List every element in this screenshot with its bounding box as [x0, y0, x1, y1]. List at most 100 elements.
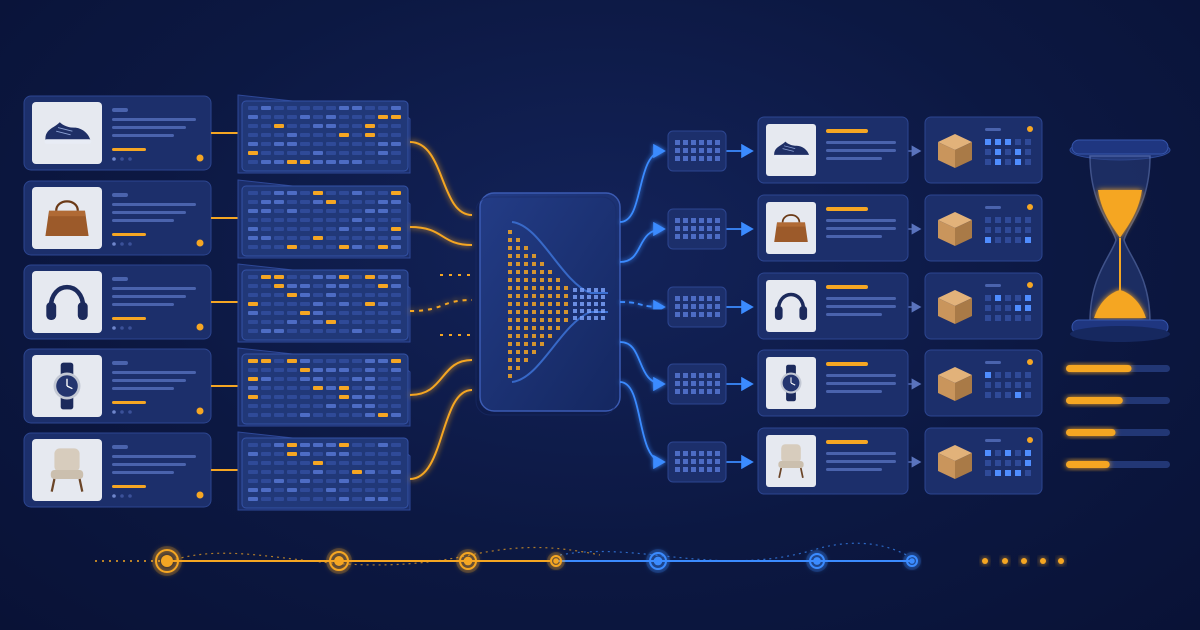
accent-line	[826, 440, 868, 444]
grid-cell	[274, 142, 284, 146]
input-card	[23, 180, 238, 256]
sneaker-icon	[44, 122, 92, 144]
grid-cell	[274, 245, 284, 249]
output-dot	[594, 316, 598, 320]
package-cell	[1015, 382, 1021, 388]
text-line	[112, 387, 174, 390]
grid-cell	[287, 377, 297, 381]
mini-cell	[707, 156, 712, 161]
grid-cell	[391, 452, 401, 456]
package-cell	[985, 227, 991, 233]
grid-cell	[274, 160, 284, 164]
funnel-dot	[524, 350, 528, 354]
connector-line	[409, 389, 473, 480]
grid-cell	[261, 218, 271, 222]
grid-cell	[313, 470, 323, 474]
mini-cell	[691, 381, 696, 386]
accent-line	[112, 233, 146, 236]
package-cell	[1005, 139, 1011, 145]
package-cell	[985, 460, 991, 466]
grid-cell	[274, 404, 284, 408]
grid-cell	[313, 160, 323, 164]
grid-cell	[365, 368, 375, 372]
grid-cell	[287, 479, 297, 483]
mini-cell	[707, 140, 712, 145]
package-cell	[995, 305, 1001, 311]
grid-cell	[339, 488, 349, 492]
funnel-dot	[540, 334, 544, 338]
connector-line	[619, 341, 666, 392]
grid-cell	[378, 293, 388, 297]
mini-cell	[707, 218, 712, 223]
funnel-dot	[508, 358, 512, 362]
grid-cell	[391, 395, 401, 399]
funnel-dot	[564, 318, 568, 322]
grid-cell	[287, 329, 297, 333]
pager-dot	[128, 157, 132, 161]
grid-cell	[313, 293, 323, 297]
grid-cell	[274, 368, 284, 372]
grid-cell	[313, 311, 323, 315]
grid-cell	[313, 115, 323, 119]
feature-grid	[237, 94, 411, 174]
grid-cell	[339, 311, 349, 315]
grid-cell	[365, 497, 375, 501]
grid-cell	[274, 236, 284, 240]
pager-dot	[112, 157, 116, 161]
grid-cell	[326, 377, 336, 381]
funnel-dot	[524, 342, 528, 346]
grid-cell	[326, 488, 336, 492]
grid-cell	[300, 452, 310, 456]
grid-cell	[339, 461, 349, 465]
mini-cell	[691, 226, 696, 231]
timeline-node	[649, 552, 667, 570]
grid-cell	[326, 245, 336, 249]
mini-cell	[683, 218, 688, 223]
grid-cell	[339, 275, 349, 279]
mini-cell	[691, 467, 696, 472]
grid-cell	[300, 200, 310, 204]
grid-cell	[300, 133, 310, 137]
grid-cell	[248, 302, 258, 306]
grid-cell	[339, 218, 349, 222]
grid-cell	[248, 395, 258, 399]
timeline-node	[155, 549, 179, 573]
grid-cell	[274, 218, 284, 222]
grid-cell	[378, 302, 388, 306]
mini-cell	[683, 459, 688, 464]
grid-cell	[313, 245, 323, 249]
mini-cell	[707, 296, 712, 301]
package-cell	[985, 159, 991, 165]
grid-cell	[378, 209, 388, 213]
funnel-dot	[508, 270, 512, 274]
grid-cell	[248, 191, 258, 195]
grid-cell	[391, 209, 401, 213]
text-line	[112, 134, 174, 137]
funnel-dot	[532, 318, 536, 322]
grid-cell	[326, 151, 336, 155]
text-line	[112, 193, 128, 197]
funnel-dot	[508, 334, 512, 338]
grid-cell	[261, 404, 271, 408]
connector-line	[409, 359, 473, 396]
grid-cell	[313, 461, 323, 465]
output-dot	[601, 309, 605, 313]
input-card	[23, 432, 238, 508]
output-dot	[601, 295, 605, 299]
grid-cell	[365, 470, 375, 474]
connector-line	[409, 226, 473, 246]
mini-cell	[675, 467, 680, 472]
grid-cell	[352, 245, 362, 249]
grid-cell	[378, 479, 388, 483]
grid-cell	[339, 329, 349, 333]
grid-cell	[287, 236, 297, 240]
output-dot	[573, 295, 577, 299]
grid-cell	[391, 236, 401, 240]
package-cell	[985, 217, 991, 223]
grid-cell	[300, 320, 310, 324]
grid-cell	[313, 284, 323, 288]
funnel-dot	[524, 286, 528, 290]
output-dot	[594, 302, 598, 306]
grid-cell	[313, 133, 323, 137]
funnel-dot	[516, 342, 520, 346]
